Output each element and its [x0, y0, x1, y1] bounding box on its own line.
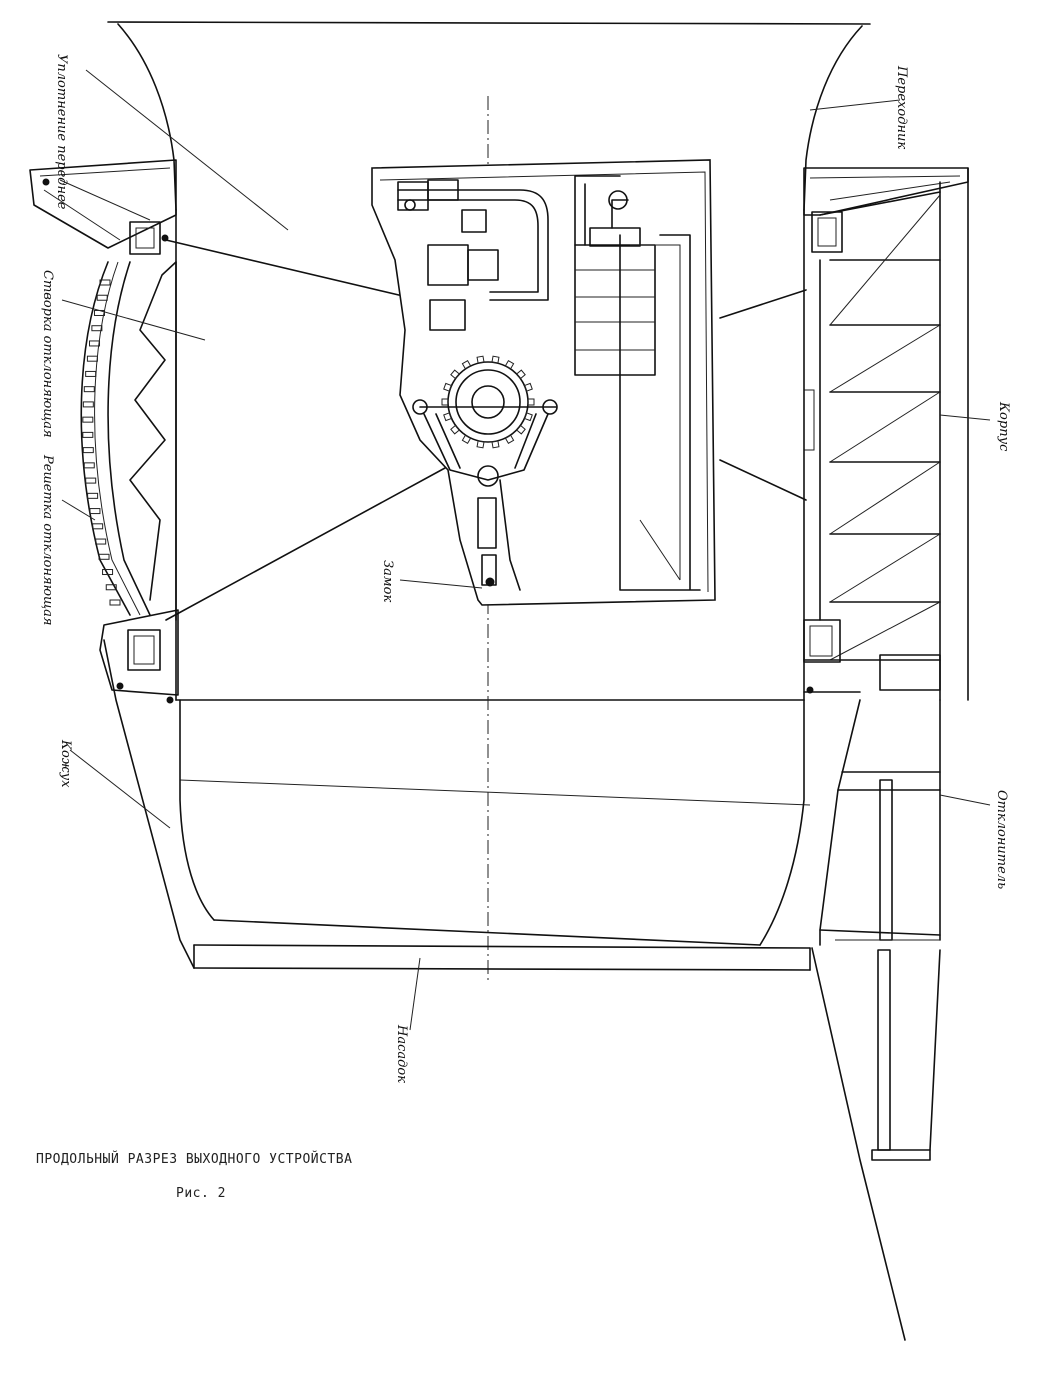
grille-slat [85, 477, 97, 484]
gear-tooth [491, 440, 500, 449]
gear-tooth [461, 434, 472, 445]
grille-slat [91, 325, 103, 332]
grille-slat [83, 386, 95, 393]
label-shroud: Кожух [58, 739, 73, 788]
gear-tooth [476, 355, 485, 364]
grille-slat [82, 401, 94, 408]
figure-title: ПРОДОЛЬНЫЙ РАЗРЕЗ ВЫХОДНОГО УСТРОЙСТВА [36, 1152, 353, 1167]
figure-number: Рис. 2 [176, 1186, 226, 1201]
grille-slat [96, 294, 108, 301]
lower-body [103, 639, 811, 971]
label-casing: Корпус [996, 401, 1011, 452]
gear-tooth [504, 359, 515, 370]
grille-slat [99, 279, 111, 286]
grille-slat [95, 538, 107, 545]
label-adapter: Переходник [894, 65, 909, 149]
grille-slat [89, 508, 101, 515]
gear-tooth [523, 382, 533, 392]
gear-tooth [443, 412, 453, 422]
grille-slat [92, 523, 104, 530]
label-seal-front: Уплотнение переднее [54, 54, 69, 210]
label-deflecting-flap: Створка отклоняющая [40, 270, 55, 438]
gear-tooth [443, 382, 453, 392]
gear-teeth [441, 355, 535, 449]
grille-slat [82, 447, 94, 454]
label-lock: Замок [380, 560, 395, 602]
label-nozzle: Насадок [394, 1024, 409, 1083]
intake-bell [107, 21, 871, 211]
gear-tooth [491, 355, 500, 364]
grille-slat [87, 492, 99, 499]
gear-tooth [461, 359, 472, 370]
gear-tooth [450, 369, 460, 380]
grille-slat [98, 553, 110, 560]
grille-slat [102, 569, 114, 576]
grille-slat [85, 370, 97, 377]
gear-tooth [476, 440, 485, 449]
gear-tooth [523, 412, 533, 422]
grille-slat [105, 584, 117, 591]
label-deflecting-grille: Решетка отклоняющая [40, 454, 55, 625]
right-structure [803, 167, 969, 701]
grille-slat [89, 340, 101, 347]
gear-tooth [450, 424, 460, 435]
grille-slat [82, 416, 94, 423]
gear-tooth [527, 398, 535, 406]
leader-lines [61, 69, 991, 1031]
label-deflector: Отклонитель [994, 790, 1009, 889]
actuator-mechanism [371, 159, 716, 606]
gear-tooth [504, 434, 515, 445]
grille-slat [83, 462, 95, 469]
gear-tooth [516, 369, 526, 380]
gear-tooth [441, 398, 449, 406]
grille-slat [109, 599, 121, 606]
callouts: Уплотнение переднее Переходник Створка о… [40, 54, 1011, 1083]
grille-slat [86, 355, 98, 362]
grille-slat [82, 431, 94, 438]
gear-tooth [516, 424, 526, 435]
grille-slats [82, 279, 121, 606]
deflector [811, 699, 941, 1341]
